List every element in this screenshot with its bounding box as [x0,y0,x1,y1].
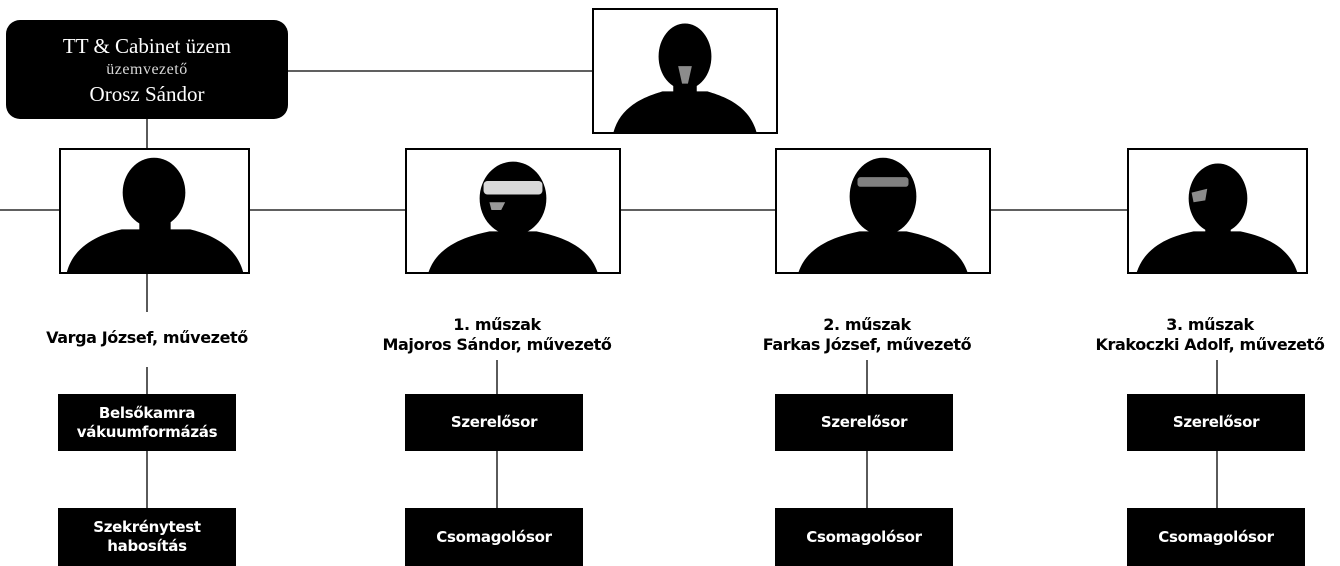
plant-manager-box: TT & Cabinet üzem üzemvezető Orosz Sándo… [6,20,288,119]
unit-box-col-2-row-1: Csomagolósor [775,508,953,566]
shift-label: 1. műszak [453,315,541,334]
unit-label: Szerelősor [450,413,538,431]
unit-label: Csomagolósor [1158,527,1274,546]
caption-col-1: 1. műszak Majoros Sándor, művezető [367,315,627,355]
caption-col-0: Varga József, művezető [17,328,277,348]
caption-col-3: 3. műszak Krakoczki Adolf, művezető [1080,315,1340,355]
photo-col-2 [775,148,991,274]
manager-name: Farkas József, művezető [762,335,972,354]
unit-label: Belsőkamra vákuumformázás [76,403,218,441]
photo-col-3 [1127,148,1308,274]
unit-box-col-1-row-1: Csomagolósor [405,508,583,566]
shift-label: 3. műszak [1166,315,1254,334]
manager-name: Majoros Sándor, művezető [382,335,612,354]
unit-label: Csomagolósor [806,527,922,546]
unit-label: Szekrénytest habosítás [93,518,201,555]
unit-box-col-3-row-1: Csomagolósor [1127,508,1305,566]
unit-box-col-2-row-0: Szerelősor [775,394,953,451]
manager-name: Krakoczki Adolf, művezető [1095,335,1325,354]
unit-box-col-0-row-1: Szekrénytest habosítás [58,508,236,566]
photo-col-0 [59,148,250,274]
unit-box-col-0-row-0: Belsőkamra vákuumformázás [58,394,236,451]
unit-label: Szerelősor [820,413,908,431]
plant-name: TT & Cabinet üzem [62,33,232,58]
shift-label: 2. műszak [823,315,911,334]
caption-col-2: 2. műszak Farkas József, művezető [737,315,997,355]
plant-manager-name: Orosz Sándor [89,81,205,106]
plant-manager-photo [592,8,778,134]
unit-box-col-3-row-0: Szerelősor [1127,394,1305,451]
unit-label: Csomagolósor [436,527,552,546]
plant-manager-role: üzemvezető [106,60,188,78]
unit-label: Szerelősor [1172,413,1260,431]
photo-col-1 [405,148,621,274]
unit-box-col-1-row-0: Szerelősor [405,394,583,451]
manager-name: Varga József, művezető [46,328,248,347]
